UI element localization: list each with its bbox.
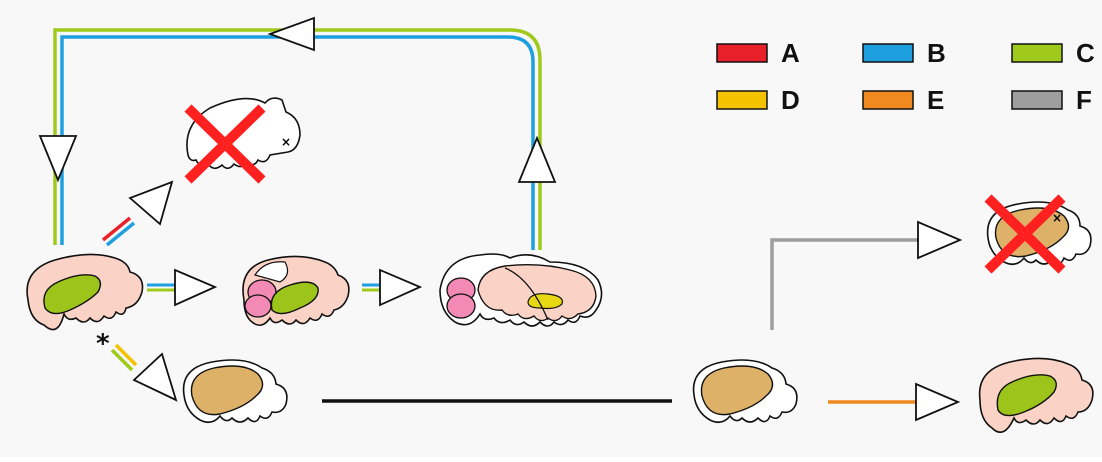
cross-right-line-2 [984,194,1066,274]
legend-item-f: F [1011,85,1092,115]
larva-3-yellow-patch [527,293,564,310]
connector-grey [770,238,920,330]
loop-arrow-top [267,16,315,52]
legend-swatch-a [716,43,768,63]
crossed-larva-right-mark: × [1052,211,1062,225]
final-larva-yolk [996,374,1057,417]
legend-label-b: B [927,38,946,68]
brown-larva-1-body [190,365,264,416]
larva-1-yolk [43,274,102,315]
crossed-larva-top: × [184,97,301,184]
legend-label-f: F [1076,85,1092,115]
branch-d-c [110,343,138,372]
larva-3-body [477,263,597,322]
legend-label-d: D [781,85,800,115]
larva-3-fold-line [504,267,549,321]
arrow-orange [915,382,961,422]
larva-stage-2 [242,255,350,326]
arrow-grey [917,220,963,260]
branch-line-c [110,348,134,372]
legend-label-a: A [781,38,800,68]
larva-2-head-region [254,261,289,283]
branch-arrow-upper [128,180,174,226]
brown-larva-1 [182,359,288,424]
legend-item-a: A [716,38,800,68]
legend-item-b: B [862,38,946,68]
larva-stage-3 [439,253,603,327]
asterisk-mark: * [96,329,110,359]
larva-stage-1 [26,253,144,331]
loop-arrow-left [38,135,78,183]
cross-top-line-2 [184,104,266,184]
legend-label-e: E [927,85,944,115]
legend-item-d: D [716,85,800,115]
branch-line-d [114,343,138,367]
legend-swatch-c [1011,43,1063,63]
legend-swatch-e [862,90,914,110]
legend-swatch-f [1011,90,1063,110]
loop-arrow-right [517,135,557,183]
larva-3-lobe-2 [446,293,476,319]
brown-larva-2 [692,359,798,424]
larva-2-lobe-2 [244,294,272,318]
legend-item-e: E [862,85,944,115]
arrow-1-2 [174,268,218,307]
branch-a-b [101,216,136,247]
loop-line-c [53,28,542,250]
legend-item-c: C [1011,38,1095,68]
legend: A B C D E F [716,38,1095,115]
loop-line-b [60,35,535,250]
branch-line-a [101,216,132,242]
final-larva [978,357,1094,434]
feedback-loop [53,28,542,250]
crossed-larva-right: × [984,194,1092,274]
branch-line-b [105,221,136,247]
legend-label-c: C [1076,38,1095,68]
larva-top-mark: × [281,135,291,149]
brown-larva-2-body [700,365,774,416]
arrow-2-3 [379,268,423,307]
larva-2-yolk [270,281,319,315]
legend-swatch-d [716,90,768,110]
branch-arrow-lower [132,352,178,402]
legend-swatch-b [862,43,914,63]
